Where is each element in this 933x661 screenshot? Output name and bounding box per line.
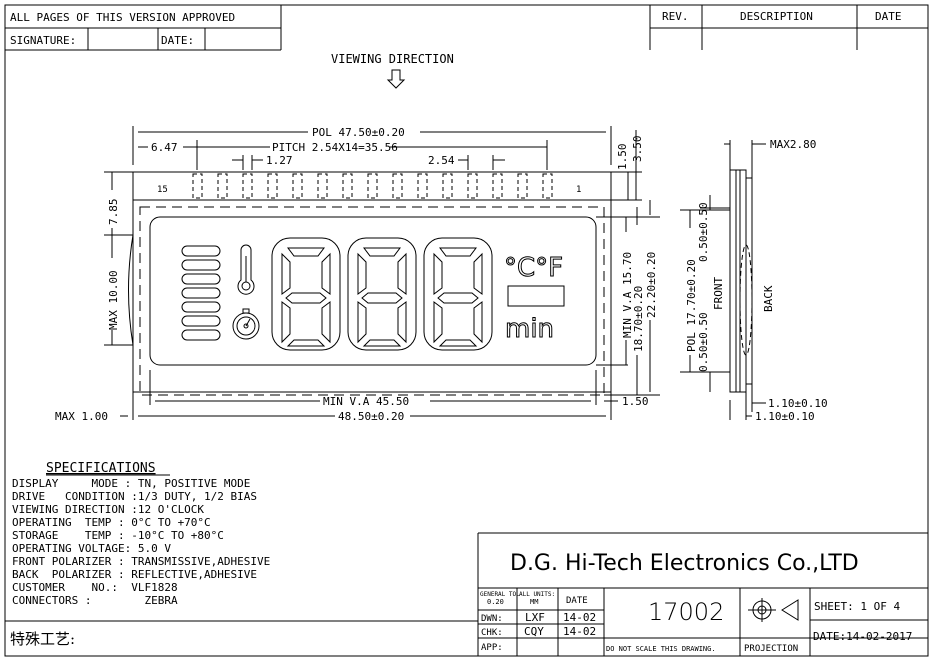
part-number: 17002 bbox=[648, 598, 724, 626]
description-header: DESCRIPTION bbox=[740, 10, 813, 23]
pin-pitch-dim: 2.54 bbox=[428, 154, 455, 167]
unit-bar bbox=[507, 285, 565, 307]
viewing-area bbox=[149, 216, 597, 366]
spec-line: DRIVE CONDITION :1/3 DUTY, 1/2 BIAS bbox=[12, 490, 257, 503]
pitch-dim: PITCH 2.54X14=35.56 bbox=[272, 141, 398, 154]
min-va-w-dim: MIN V.A 45.50 bbox=[323, 395, 409, 408]
max-100-dim: MAX 1.00 bbox=[55, 410, 108, 423]
specs-heading: SPECIFICATIONS bbox=[46, 461, 156, 476]
side-view bbox=[724, 140, 766, 393]
chk-label: CHK: bbox=[481, 628, 503, 638]
pin-width-dim: 1.27 bbox=[266, 154, 293, 167]
digit-2 bbox=[347, 237, 417, 351]
dwn-date: 14-02 bbox=[563, 611, 596, 624]
w-4850-dim: 48.50±0.20 bbox=[338, 410, 404, 423]
thermometer-icon bbox=[237, 244, 255, 295]
spec-line: BACK POLARIZER : REFLECTIVE,ADHESIVE bbox=[12, 568, 257, 581]
specs-list: DISPLAY MODE : TN, POSITIVE MODE DRIVE C… bbox=[12, 477, 270, 607]
gen-tol-label: GENERAL TOL bbox=[480, 591, 520, 598]
spec-line: VIEWING DIRECTION :12 O'CLOCK bbox=[12, 503, 204, 516]
pin-first-label: 15 bbox=[157, 185, 168, 195]
side-050b-dim: 0.50±0.50 bbox=[697, 312, 710, 372]
dwn-label: DWN: bbox=[481, 614, 503, 624]
left-offset-dim: 6.47 bbox=[151, 141, 178, 154]
h-2220-dim: 22.20±0.20 bbox=[645, 252, 658, 318]
h-1870-dim: 18.70±0.20 bbox=[632, 286, 645, 352]
digit-1 bbox=[271, 237, 341, 351]
date-label: DATE: bbox=[161, 34, 194, 47]
pol-width-dim: POL 47.50±0.20 bbox=[312, 126, 405, 139]
special-process-label: 特殊工艺: bbox=[10, 630, 75, 648]
polarizer-outline bbox=[139, 206, 605, 396]
spec-line: DISPLAY MODE : TN, POSITIVE MODE bbox=[12, 477, 250, 490]
gen-tol-value: 0.20 bbox=[487, 598, 504, 606]
units-value: MM bbox=[530, 598, 538, 606]
max-10-dim: MAX 10.00 bbox=[107, 270, 120, 330]
side-110a-dim: 1.10±0.10 bbox=[768, 397, 828, 410]
side-110b-dim: 1.10±0.10 bbox=[755, 410, 815, 423]
sheet-border bbox=[4, 4, 929, 657]
glass-outline bbox=[132, 171, 612, 393]
top-350-dim: 3.50 bbox=[631, 136, 644, 163]
signature-label: SIGNATURE: bbox=[10, 34, 76, 47]
viewing-direction-label: VIEWING DIRECTION bbox=[331, 52, 454, 66]
app-label: APP: bbox=[481, 643, 503, 653]
title-block bbox=[477, 532, 928, 656]
sheet-label: SHEET: 1 OF 4 bbox=[814, 600, 900, 613]
pin-row bbox=[192, 173, 553, 199]
no-scale-note: DO NOT SCALE THIS DRAWING. bbox=[606, 645, 716, 653]
back-label: BACK bbox=[762, 285, 775, 312]
spec-line: OPERATING VOLTAGE: 5.0 V bbox=[12, 542, 171, 555]
front-label: FRONT bbox=[712, 277, 725, 310]
chk-date: 14-02 bbox=[563, 625, 596, 638]
date-col-header: DATE bbox=[566, 596, 588, 606]
spec-line: FRONT POLARIZER : TRANSMISSIVE,ADHESIVE bbox=[12, 555, 270, 568]
h-785-dim: 7.85 bbox=[107, 199, 120, 226]
side-050a-dim: 0.50±0.50 bbox=[697, 202, 710, 262]
chk-value: CQY bbox=[524, 625, 544, 638]
right-150-dim: 1.50 bbox=[622, 395, 649, 408]
spec-line: OPERATING TEMP : 0°C TO +70°C bbox=[12, 516, 211, 529]
unit-cf: °C°F bbox=[504, 253, 563, 283]
viewing-arrow-icon bbox=[386, 69, 406, 89]
date-full: DATE:14-02-2017 bbox=[813, 630, 912, 643]
spec-line: CONNECTORS : ZEBRA bbox=[12, 594, 178, 607]
side-pol-dim: POL 17.70±0.20 bbox=[685, 259, 698, 352]
projection-symbol-icon bbox=[748, 598, 799, 622]
all-units-label: ALL UNITS: bbox=[519, 591, 555, 598]
dwn-value: LXF bbox=[525, 611, 545, 624]
side-max-dim: MAX2.80 bbox=[770, 138, 816, 151]
date-header: DATE bbox=[875, 10, 902, 23]
rev-header: REV. bbox=[662, 10, 689, 23]
approved-text: ALL PAGES OF THIS VERSION APPROVED bbox=[10, 11, 235, 24]
spec-line: CUSTOMER NO.: VLF1828 bbox=[12, 581, 178, 594]
digit-3 bbox=[423, 237, 493, 351]
company-name: D.G. Hi-Tech Electronics Co.,LTD bbox=[510, 551, 859, 576]
pin-last-label: 1 bbox=[576, 185, 581, 195]
min-va-h-dim: MIN V.A 15.70 bbox=[621, 252, 634, 338]
unit-min: min bbox=[505, 314, 554, 344]
top-150-dim: 1.50 bbox=[616, 144, 629, 171]
projection-label: PROJECTION bbox=[744, 644, 798, 654]
spec-line: STORAGE TEMP : -10°C TO +80°C bbox=[12, 529, 224, 542]
bar-indicators bbox=[181, 245, 221, 341]
stopwatch-icon bbox=[232, 308, 260, 340]
